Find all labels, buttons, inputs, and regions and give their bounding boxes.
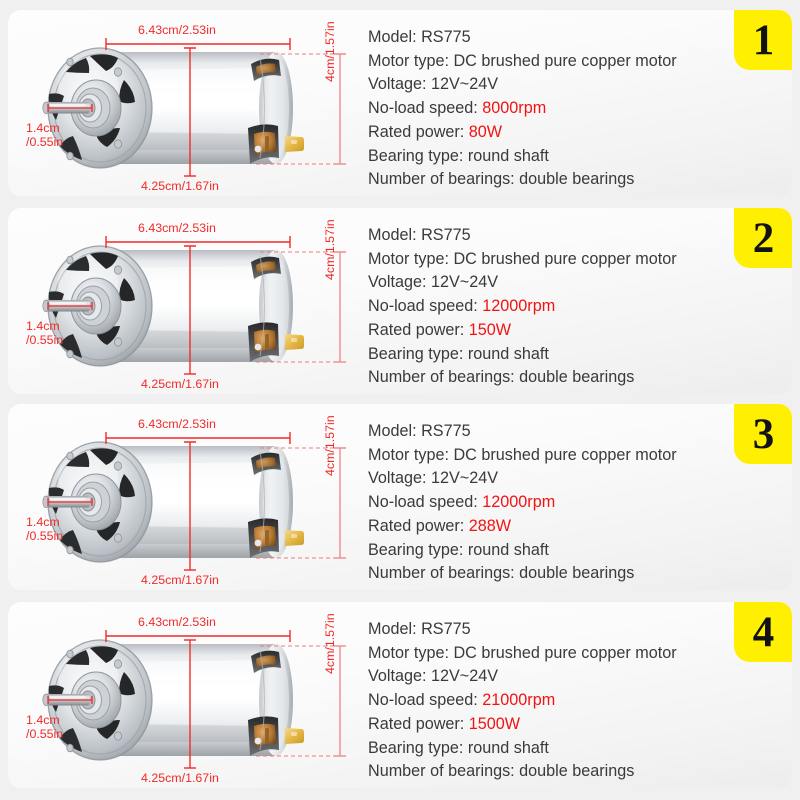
spec-voltage: Voltage: 12V~24V <box>368 667 499 686</box>
spec-rated-power: Rated power: 1500W <box>368 713 738 737</box>
spec-rated-power-value: 288W <box>468 516 512 535</box>
dimension-shaft-label: 1.4cm /0.55in <box>26 319 64 347</box>
variant-number-badge: 1 <box>734 10 792 70</box>
spec-rated-power-value: 150W <box>468 320 512 339</box>
spec-number-of-bearings: Number of bearings: double bearings <box>368 564 635 583</box>
dimension-shaft-line1: 1.4cm <box>26 319 60 333</box>
dimension-height-label: 4cm/1.57in <box>323 21 337 82</box>
spec-rated-power-label: Rated power: <box>368 320 469 339</box>
spec-rated-power-label: Rated power: <box>368 516 469 535</box>
motor-illustration <box>42 38 346 177</box>
spec-bearing-type: Bearing type: round shaft <box>368 738 549 757</box>
dimension-length-label: 6.43cm/2.53in <box>138 23 216 37</box>
spec-rated-power-value: 1500W <box>468 714 521 733</box>
spec-no-load-speed-value: 12000rpm <box>482 297 556 316</box>
dimension-height-label: 4cm/1.57in <box>323 219 337 280</box>
product-variant-panel-3: 6.43cm/2.53in 4.25cm/1.67in 1.4cm /0.55i… <box>8 404 792 590</box>
dimension-shaft-line2: /0.55in <box>26 134 64 149</box>
spec-voltage: Voltage: 12V~24V <box>368 75 499 94</box>
spec-rated-power-label: Rated power: <box>368 122 469 141</box>
product-variant-panel-2: 6.43cm/2.53in 4.25cm/1.67in 1.4cm /0.55i… <box>8 208 792 394</box>
dimension-shaft-line1: 1.4cm <box>26 713 60 727</box>
motor-illustration <box>42 236 346 375</box>
spec-no-load-speed-value: 21000rpm <box>482 691 556 710</box>
dimension-length-label: 6.43cm/2.53in <box>138 417 216 431</box>
spec-motor-type: Motor type: DC brushed pure copper motor <box>368 643 677 662</box>
dimension-shaft-line2: /0.55in <box>26 726 64 741</box>
spec-no-load-speed-label: No-load speed: <box>368 493 483 512</box>
spec-list: Model: RS775 Motor type: DC brushed pure… <box>368 26 738 192</box>
spec-model: Model: RS775 <box>368 226 471 244</box>
spec-no-load-speed: No-load speed: 12000rpm <box>368 491 738 515</box>
spec-list: Model: RS775 Motor type: DC brushed pure… <box>368 618 738 784</box>
motor-illustration <box>42 630 346 769</box>
dimension-shaft-line1: 1.4cm <box>26 515 60 529</box>
spec-no-load-speed-label: No-load speed: <box>368 691 483 710</box>
dimension-shaft-line1: 1.4cm <box>26 121 60 135</box>
spec-model: Model: RS775 <box>368 28 471 46</box>
dimension-diameter-label: 4.25cm/1.67in <box>141 377 219 391</box>
dimension-height-label: 4cm/1.57in <box>323 415 337 476</box>
spec-no-load-speed-value: 8000rpm <box>482 99 547 118</box>
spec-motor-type: Motor type: DC brushed pure copper motor <box>368 249 677 268</box>
spec-bearing-type: Bearing type: round shaft <box>368 344 549 363</box>
spec-no-load-speed: No-load speed: 12000rpm <box>368 295 738 319</box>
motor-figure: 6.43cm/2.53in 4.25cm/1.67in 1.4cm /0.55i… <box>8 404 368 590</box>
spec-voltage: Voltage: 12V~24V <box>368 469 499 488</box>
spec-rated-power: Rated power: 80W <box>368 121 738 145</box>
dimension-shaft-line2: /0.55in <box>26 332 64 347</box>
spec-no-load-speed-value: 12000rpm <box>482 493 556 512</box>
spec-bearing-type: Bearing type: round shaft <box>368 540 549 559</box>
spec-motor-type: Motor type: DC brushed pure copper motor <box>368 51 677 70</box>
spec-model: Model: RS775 <box>368 422 471 440</box>
variant-number-badge: 3 <box>734 404 792 464</box>
motor-figure: 6.43cm/2.53in 4.25cm/1.67in 1.4cm /0.55i… <box>8 602 368 788</box>
product-variant-panel-1: 6.43cm/2.53in 4.25cm/1.67in 1.4cm /0.55i… <box>8 10 792 196</box>
variant-number-badge: 4 <box>734 602 792 662</box>
spec-list: Model: RS775 Motor type: DC brushed pure… <box>368 224 738 390</box>
dimension-diameter-label: 4.25cm/1.67in <box>141 573 219 587</box>
dimension-diameter-label: 4.25cm/1.67in <box>141 771 219 785</box>
motor-illustration <box>42 432 346 571</box>
spec-no-load-speed-label: No-load speed: <box>368 297 483 316</box>
spec-rated-power-label: Rated power: <box>368 714 469 733</box>
spec-number-of-bearings: Number of bearings: double bearings <box>368 368 635 387</box>
spec-rated-power-value: 80W <box>468 122 503 141</box>
spec-rated-power: Rated power: 288W <box>368 515 738 539</box>
dimension-length-label: 6.43cm/2.53in <box>138 221 216 235</box>
spec-number-of-bearings: Number of bearings: double bearings <box>368 170 635 189</box>
spec-no-load-speed: No-load speed: 8000rpm <box>368 97 738 121</box>
dimension-shaft-line2: /0.55in <box>26 528 64 543</box>
spec-bearing-type: Bearing type: round shaft <box>368 146 549 165</box>
dimension-shaft-label: 1.4cm /0.55in <box>26 515 64 543</box>
dimension-shaft-label: 1.4cm /0.55in <box>26 713 64 741</box>
dimension-height-label: 4cm/1.57in <box>323 613 337 674</box>
spec-list: Model: RS775 Motor type: DC brushed pure… <box>368 420 738 586</box>
spec-voltage: Voltage: 12V~24V <box>368 273 499 292</box>
product-variant-panel-4: 6.43cm/2.53in 4.25cm/1.67in 1.4cm /0.55i… <box>8 602 792 788</box>
spec-number-of-bearings: Number of bearings: double bearings <box>368 762 635 781</box>
spec-no-load-speed-label: No-load speed: <box>368 99 483 118</box>
motor-figure: 6.43cm/2.53in 4.25cm/1.67in 1.4cm /0.55i… <box>8 208 368 394</box>
spec-motor-type: Motor type: DC brushed pure copper motor <box>368 445 677 464</box>
dimension-diameter-label: 4.25cm/1.67in <box>141 179 219 193</box>
motor-figure: 6.43cm/2.53in 4.25cm/1.67in 1.4cm /0.55i… <box>8 10 368 196</box>
spec-no-load-speed: No-load speed: 21000rpm <box>368 689 738 713</box>
dimension-shaft-label: 1.4cm /0.55in <box>26 121 64 149</box>
dimension-length-label: 6.43cm/2.53in <box>138 615 216 629</box>
spec-model: Model: RS775 <box>368 620 471 638</box>
spec-rated-power: Rated power: 150W <box>368 319 738 343</box>
variant-number-badge: 2 <box>734 208 792 268</box>
